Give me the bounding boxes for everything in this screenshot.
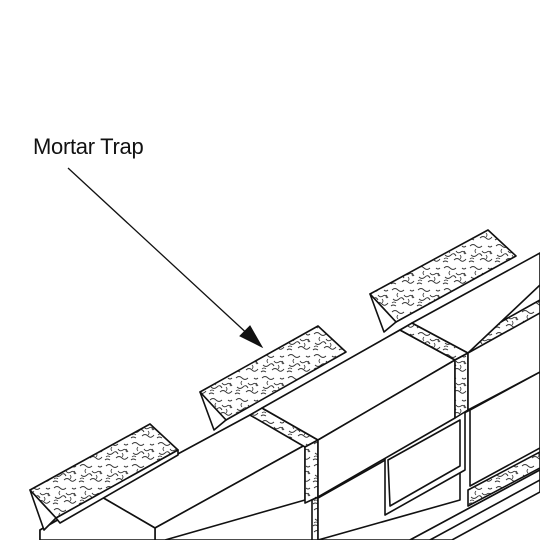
mortar-joint — [304, 439, 319, 504]
mortar-joint — [311, 496, 319, 540]
mortar-joint — [454, 352, 469, 419]
callout-label: Mortar Trap — [33, 134, 144, 159]
brick — [411, 252, 540, 354]
top-brick-course — [39, 252, 540, 540]
mortar-joint — [467, 451, 540, 507]
mortar-trap — [199, 325, 347, 431]
mortar-traps — [29, 229, 517, 531]
mortar-trap — [369, 229, 517, 333]
callout-arrow — [67, 167, 264, 349]
brick — [467, 312, 540, 411]
mortar-trap — [29, 423, 179, 531]
